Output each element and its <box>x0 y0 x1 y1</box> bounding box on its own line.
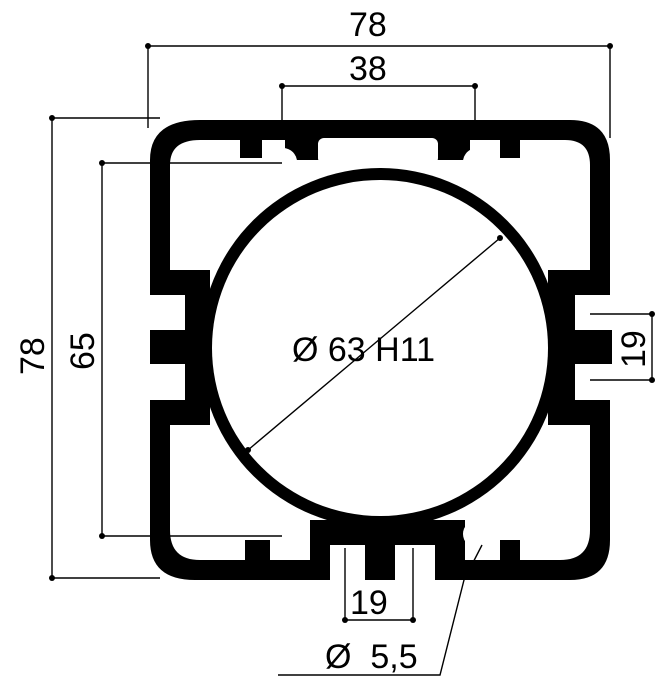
hole-bottom-left <box>269 520 297 548</box>
dim-bore: Ø 63 H11 <box>292 331 435 369</box>
top-slot-window <box>318 138 438 164</box>
hole-top-left <box>269 148 297 176</box>
dim-overall-width: 78 <box>349 6 387 44</box>
hole-top-right <box>463 148 491 176</box>
dimension-lines <box>49 43 655 676</box>
bore <box>212 180 548 516</box>
dim-right-slot: 19 <box>615 330 653 368</box>
dim-inner-height: 65 <box>64 332 102 370</box>
dim-hole: Ø 5,5 <box>325 638 418 676</box>
dim-hole-leader <box>278 544 483 676</box>
hole-bottom-right <box>463 520 491 548</box>
left-slot-gap <box>150 318 168 328</box>
left-slot-stud <box>150 330 190 364</box>
profile-body <box>150 120 612 580</box>
left-slot-gap-2 <box>150 366 168 376</box>
right-slot-stud <box>572 330 612 364</box>
dim-overall-height: 78 <box>14 337 52 375</box>
dim-bore-line <box>247 237 501 451</box>
dim-bottom-slot: 19 <box>350 584 388 622</box>
dim-top-inner: 38 <box>349 50 387 88</box>
bottom-slot-stud <box>365 545 395 580</box>
